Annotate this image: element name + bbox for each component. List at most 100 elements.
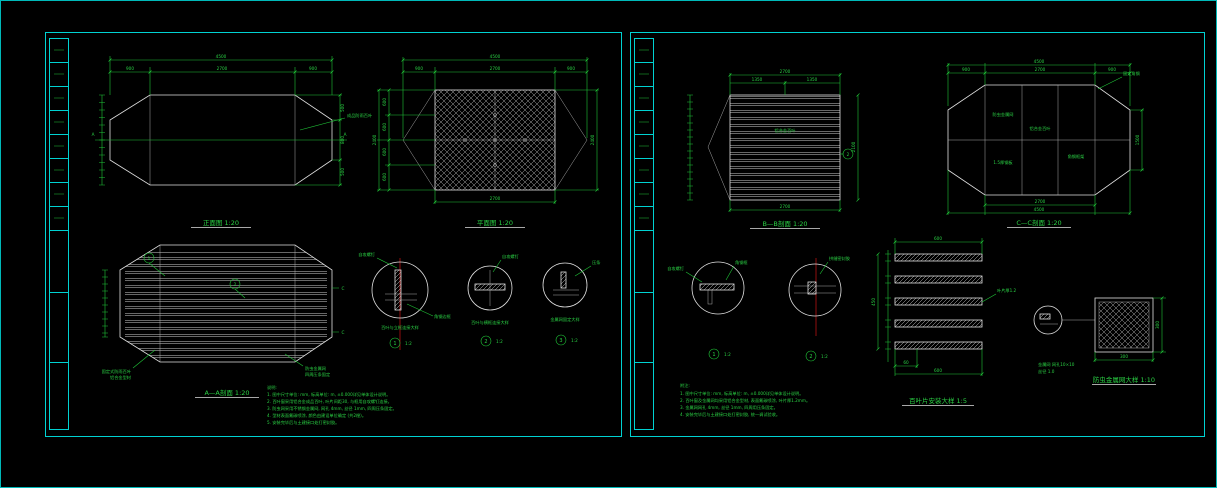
detail-scale: 1:2 (405, 341, 412, 346)
right-detail-1: 自攻螺钉 角钢框 1 1:2 (667, 259, 748, 360)
notes-header: 附注: (680, 382, 690, 389)
leader-label: 叶片厚1.2 (997, 287, 1017, 294)
leader-label: 四周压条固定 (305, 371, 330, 378)
left-sheet-frame (45, 32, 622, 437)
dim-text: 2400 (372, 134, 377, 145)
view-title-front: 正面图 1:20 (203, 219, 239, 227)
view-title-mesh-detail: 防虫金属网大样 1:10 (1093, 375, 1155, 384)
detail-caption: 金属网固定大样 (550, 316, 579, 323)
detail-number: 1 (712, 352, 715, 358)
note-line: 2. 百叶窗及金属网均采用铝合金型材, 表面氟碳喷涂, 叶片厚1.2mm。 (680, 397, 810, 404)
right-sheet-svg: 2700 1350 1350 2 2100 铝合金百叶 2700 B—B剖面 1… (630, 32, 1205, 437)
leader-label: 角钢边框 (434, 313, 452, 320)
view-title-section-bb: B—B剖面 1:20 (762, 219, 807, 228)
right-detail-2: 拼缝密封胶 2 1:2 (788, 255, 850, 362)
dim-text: 900 (567, 66, 575, 71)
left-sheet-svg: A A 4500 900 2700 900 500 800 500 成品防雨百叶… (45, 32, 622, 437)
dim-text: 600 (382, 173, 387, 181)
detail-scale: 1:2 (821, 354, 828, 359)
detail-marker: 2 (234, 282, 237, 287)
note-line: 4. 型材表面氟碳喷涂, 颜色由建设单位确定 (共2樘)。 (267, 412, 366, 419)
dim-text: 2700 (780, 69, 791, 74)
view-title-louver-detail: 百叶片安装大样 1:5 (909, 396, 967, 405)
dim-text: 900 (415, 66, 423, 71)
detail-scale: 1:2 (724, 352, 731, 357)
dim-text: 2700 (1035, 67, 1046, 72)
detail-caption: 百叶与横框连接大样 (471, 319, 509, 326)
detail-scale: 1:2 (571, 338, 578, 343)
leader-label: 铝合金型材 (110, 374, 131, 381)
louver-fill (125, 252, 327, 358)
section-letter-c: C (342, 286, 345, 291)
section-cc-view: 防虫金属网 铝合金百叶 角钢框架 1.5厚钢板 固定角钢 4500 900 27… (946, 59, 1144, 228)
leader-label: 防虫金属网 (305, 365, 326, 372)
cell-label: 铝合金百叶 (1030, 125, 1052, 132)
dim-text: 800 (340, 136, 345, 144)
detail-number: 2 (809, 354, 812, 360)
detail-number: 1 (393, 341, 396, 347)
detail-scale: 1:2 (496, 339, 503, 344)
dim-text: 600 (382, 148, 387, 156)
note-line: 2. 百叶窗采用铝合金成品百叶, 叶片间距30, 与框用自攻螺钉连接。 (267, 398, 392, 405)
notes-header: 说明: (267, 384, 277, 391)
detail-number: 2 (484, 339, 487, 345)
dim-text: 500 (340, 104, 345, 112)
view-title-section-cc: C—C剖面 1:20 (1016, 218, 1061, 227)
dim-text: 2700 (1035, 199, 1046, 204)
dim-text: 4500 (1034, 59, 1045, 64)
panel-label: 铝合金百叶 (775, 127, 797, 134)
detail-marker: 2 (847, 152, 850, 157)
right-sheet-frame (630, 32, 1205, 437)
dim-text: 4500 (216, 54, 227, 59)
leader-label: 固定式防雨百叶 (102, 368, 132, 375)
dim-text: 600 (934, 368, 942, 373)
dim-text: 600 (934, 236, 942, 241)
dim-text: 1500 (1135, 134, 1140, 145)
dim-text: 2400 (590, 134, 595, 145)
dim-text: 2700 (780, 204, 791, 209)
dim-text: 4500 (1034, 207, 1045, 212)
note-line: 3. 金属网网孔 4mm, 丝径 1mm, 四周用压条固定。 (680, 404, 778, 411)
dim-text: 2700 (490, 66, 501, 71)
louver-panel (729, 94, 841, 201)
section-aa-outline (119, 244, 333, 363)
mesh-detail: 300 300 金属网 网孔10×10 丝径 1.0 防虫金属网大样 1:10 (1033, 296, 1166, 385)
cell-label: 防虫金属网 (993, 111, 1014, 118)
section-bb-view: 2700 1350 1350 2 2100 铝合金百叶 2700 B—B剖面 1… (687, 69, 860, 229)
dim-text: 1350 (807, 77, 818, 82)
dim-text: 2700 (490, 196, 501, 201)
section-letter-a-left: A (92, 132, 95, 137)
leader-label: 拼缝密封胶 (829, 255, 850, 262)
note-line: 4. 安装完毕后与土建接口处打密封胶, 统一调试验收。 (680, 411, 780, 418)
note-line: 1. 图中尺寸单位: mm, 标高单位: m, ±0.000详见单体设计说明。 (680, 390, 803, 397)
dim-text: 60 (903, 360, 909, 365)
leader-label: 自攻螺钉 (667, 265, 685, 272)
note-line: 5. 安装完毕后与土建接口处打密封胶。 (267, 419, 339, 426)
dim-text: 450 (871, 298, 876, 306)
cell-label: 角钢框架 (1068, 153, 1085, 160)
dim-text: 900 (126, 66, 134, 71)
title-strip-marks (639, 49, 649, 219)
dim-text: 600 (382, 98, 387, 106)
front-view: A A 4500 900 2700 900 500 800 500 成品防雨百叶… (92, 54, 373, 228)
note-line: 1. 图中尺寸单位: mm, 标高单位: m, ±0.000详见单体设计说明。 (267, 391, 390, 398)
mesh-sub-label: 金属网 网孔10×10 (1038, 361, 1075, 368)
leader-label: 自攻螺钉 (358, 251, 376, 258)
section-letter-a-right: A (344, 132, 347, 137)
leader-label: 成品防雨百叶 (347, 112, 373, 119)
leader-label: 固定角钢 (1123, 70, 1140, 77)
dim-text: 2100 (851, 141, 856, 152)
leader-label: 角钢框 (735, 259, 748, 266)
view-title-plan: 平面图 1:20 (477, 219, 513, 227)
dim-text: 300 (1120, 354, 1128, 359)
title-strip-marks (54, 49, 64, 219)
detail-2: 自攻螺钉 百叶与横框连接大样 2 1:2 (467, 253, 520, 347)
right-drawing-sheet: 2700 1350 1350 2 2100 铝合金百叶 2700 B—B剖面 1… (630, 32, 1205, 437)
detail-marker: 1 (148, 256, 151, 261)
mesh-sub-label: 丝径 1.0 (1038, 368, 1055, 374)
dim-text: 600 (382, 123, 387, 131)
notes-block: 说明: 1. 图中尺寸单位: mm, 标高单位: m, ±0.000详见单体设计… (267, 384, 397, 426)
detail-1: 自攻螺钉 角钢边框 百叶与立框连接大样 1 1:2 (358, 251, 452, 350)
dim-text: 4500 (490, 54, 501, 59)
